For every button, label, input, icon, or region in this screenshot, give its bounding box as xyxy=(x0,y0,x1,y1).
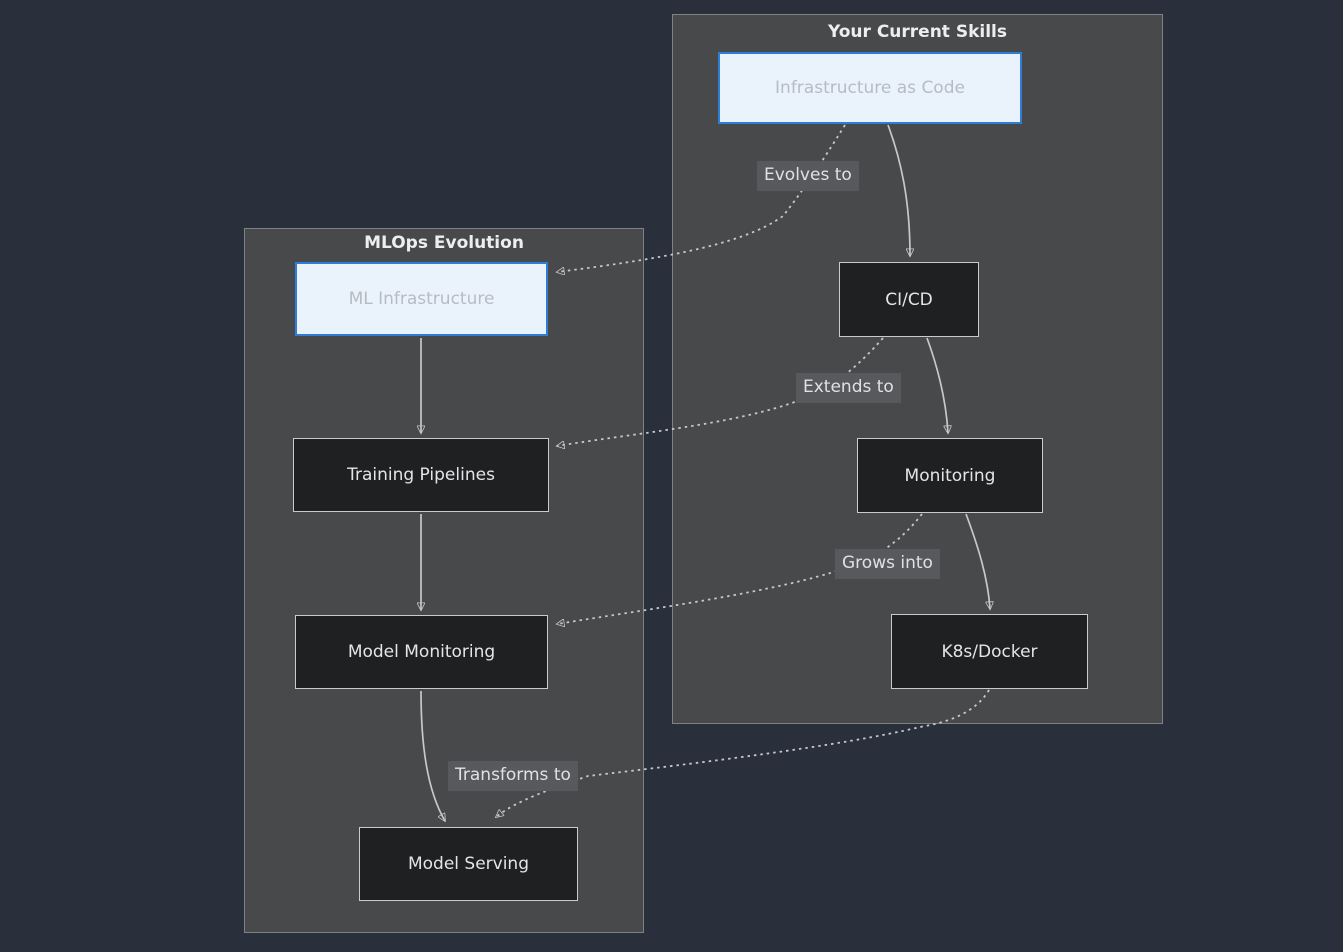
edge-label-evolves-to: Evolves to xyxy=(757,161,859,191)
cluster-title-mlops-evolution: MLOps Evolution xyxy=(364,233,524,253)
node-monitoring-label: Monitoring xyxy=(904,465,996,486)
cluster-title-your-current-skills: Your Current Skills xyxy=(827,22,1007,42)
node-monitoring: Monitoring xyxy=(857,438,1043,513)
node-training-pipelines: Training Pipelines xyxy=(293,438,549,512)
node-model-monitoring-label: Model Monitoring xyxy=(347,642,496,662)
node-cicd: CI/CD xyxy=(839,262,979,337)
node-ml-infrastructure: ML Infrastructure xyxy=(295,262,548,336)
node-model-serving-label: Model Serving xyxy=(407,854,530,874)
node-model-monitoring: Model Monitoring xyxy=(295,615,548,689)
node-infrastructure-as-code-label: Infrastructure as Code xyxy=(775,78,965,98)
node-k8s-docker-label: K8s/Docker xyxy=(941,641,1038,662)
node-k8s-docker: K8s/Docker xyxy=(891,614,1088,689)
node-infrastructure-as-code: Infrastructure as Code xyxy=(718,52,1022,124)
node-ml-infrastructure-label: ML Infrastructure xyxy=(348,289,495,309)
edge-label-transforms-to: Transforms to xyxy=(448,761,578,791)
node-cicd-label: CI/CD xyxy=(885,289,933,310)
edge-label-extends-to: Extends to xyxy=(796,373,901,403)
node-model-serving: Model Serving xyxy=(359,827,578,901)
edge-label-grows-into: Grows into xyxy=(835,549,940,579)
node-training-pipelines-label: Training Pipelines xyxy=(347,465,495,485)
